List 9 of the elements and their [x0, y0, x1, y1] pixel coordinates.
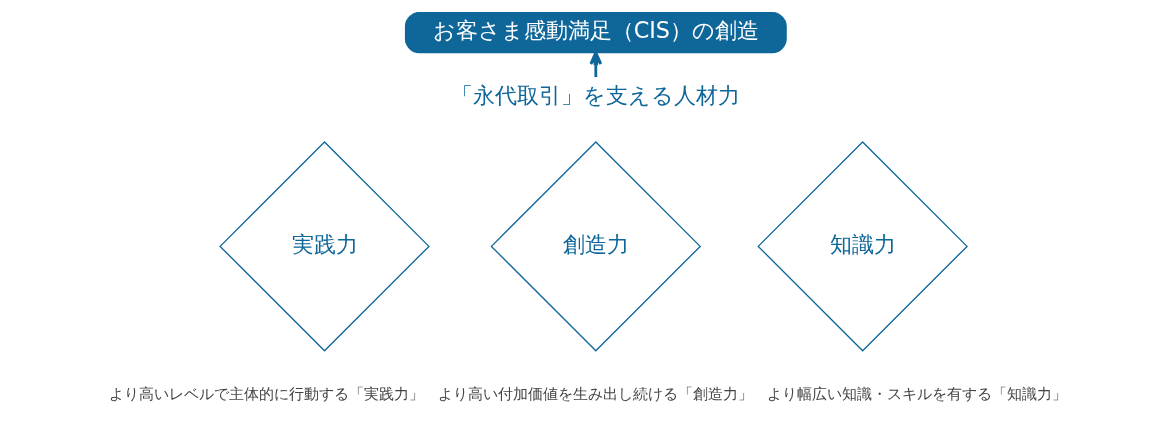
- node-box: お客さま感動満足（CIS）の創造: [404, 11, 787, 54]
- node-label: より高い付加価値を生み出し続ける「創造力」: [438, 386, 754, 403]
- node-label: より高いレベルで主体的に行動する「実践力」: [108, 386, 424, 403]
- node-diamond: 知識力: [757, 141, 968, 352]
- node-text: 「永代取引」を支える人材力: [451, 81, 741, 108]
- node-label: より幅広い知識・スキルを有する「知識力」: [767, 386, 1068, 403]
- arrow: [589, 51, 603, 78]
- node-diamond: 実践力: [219, 141, 430, 352]
- node-diamond: 創造力: [490, 141, 702, 352]
